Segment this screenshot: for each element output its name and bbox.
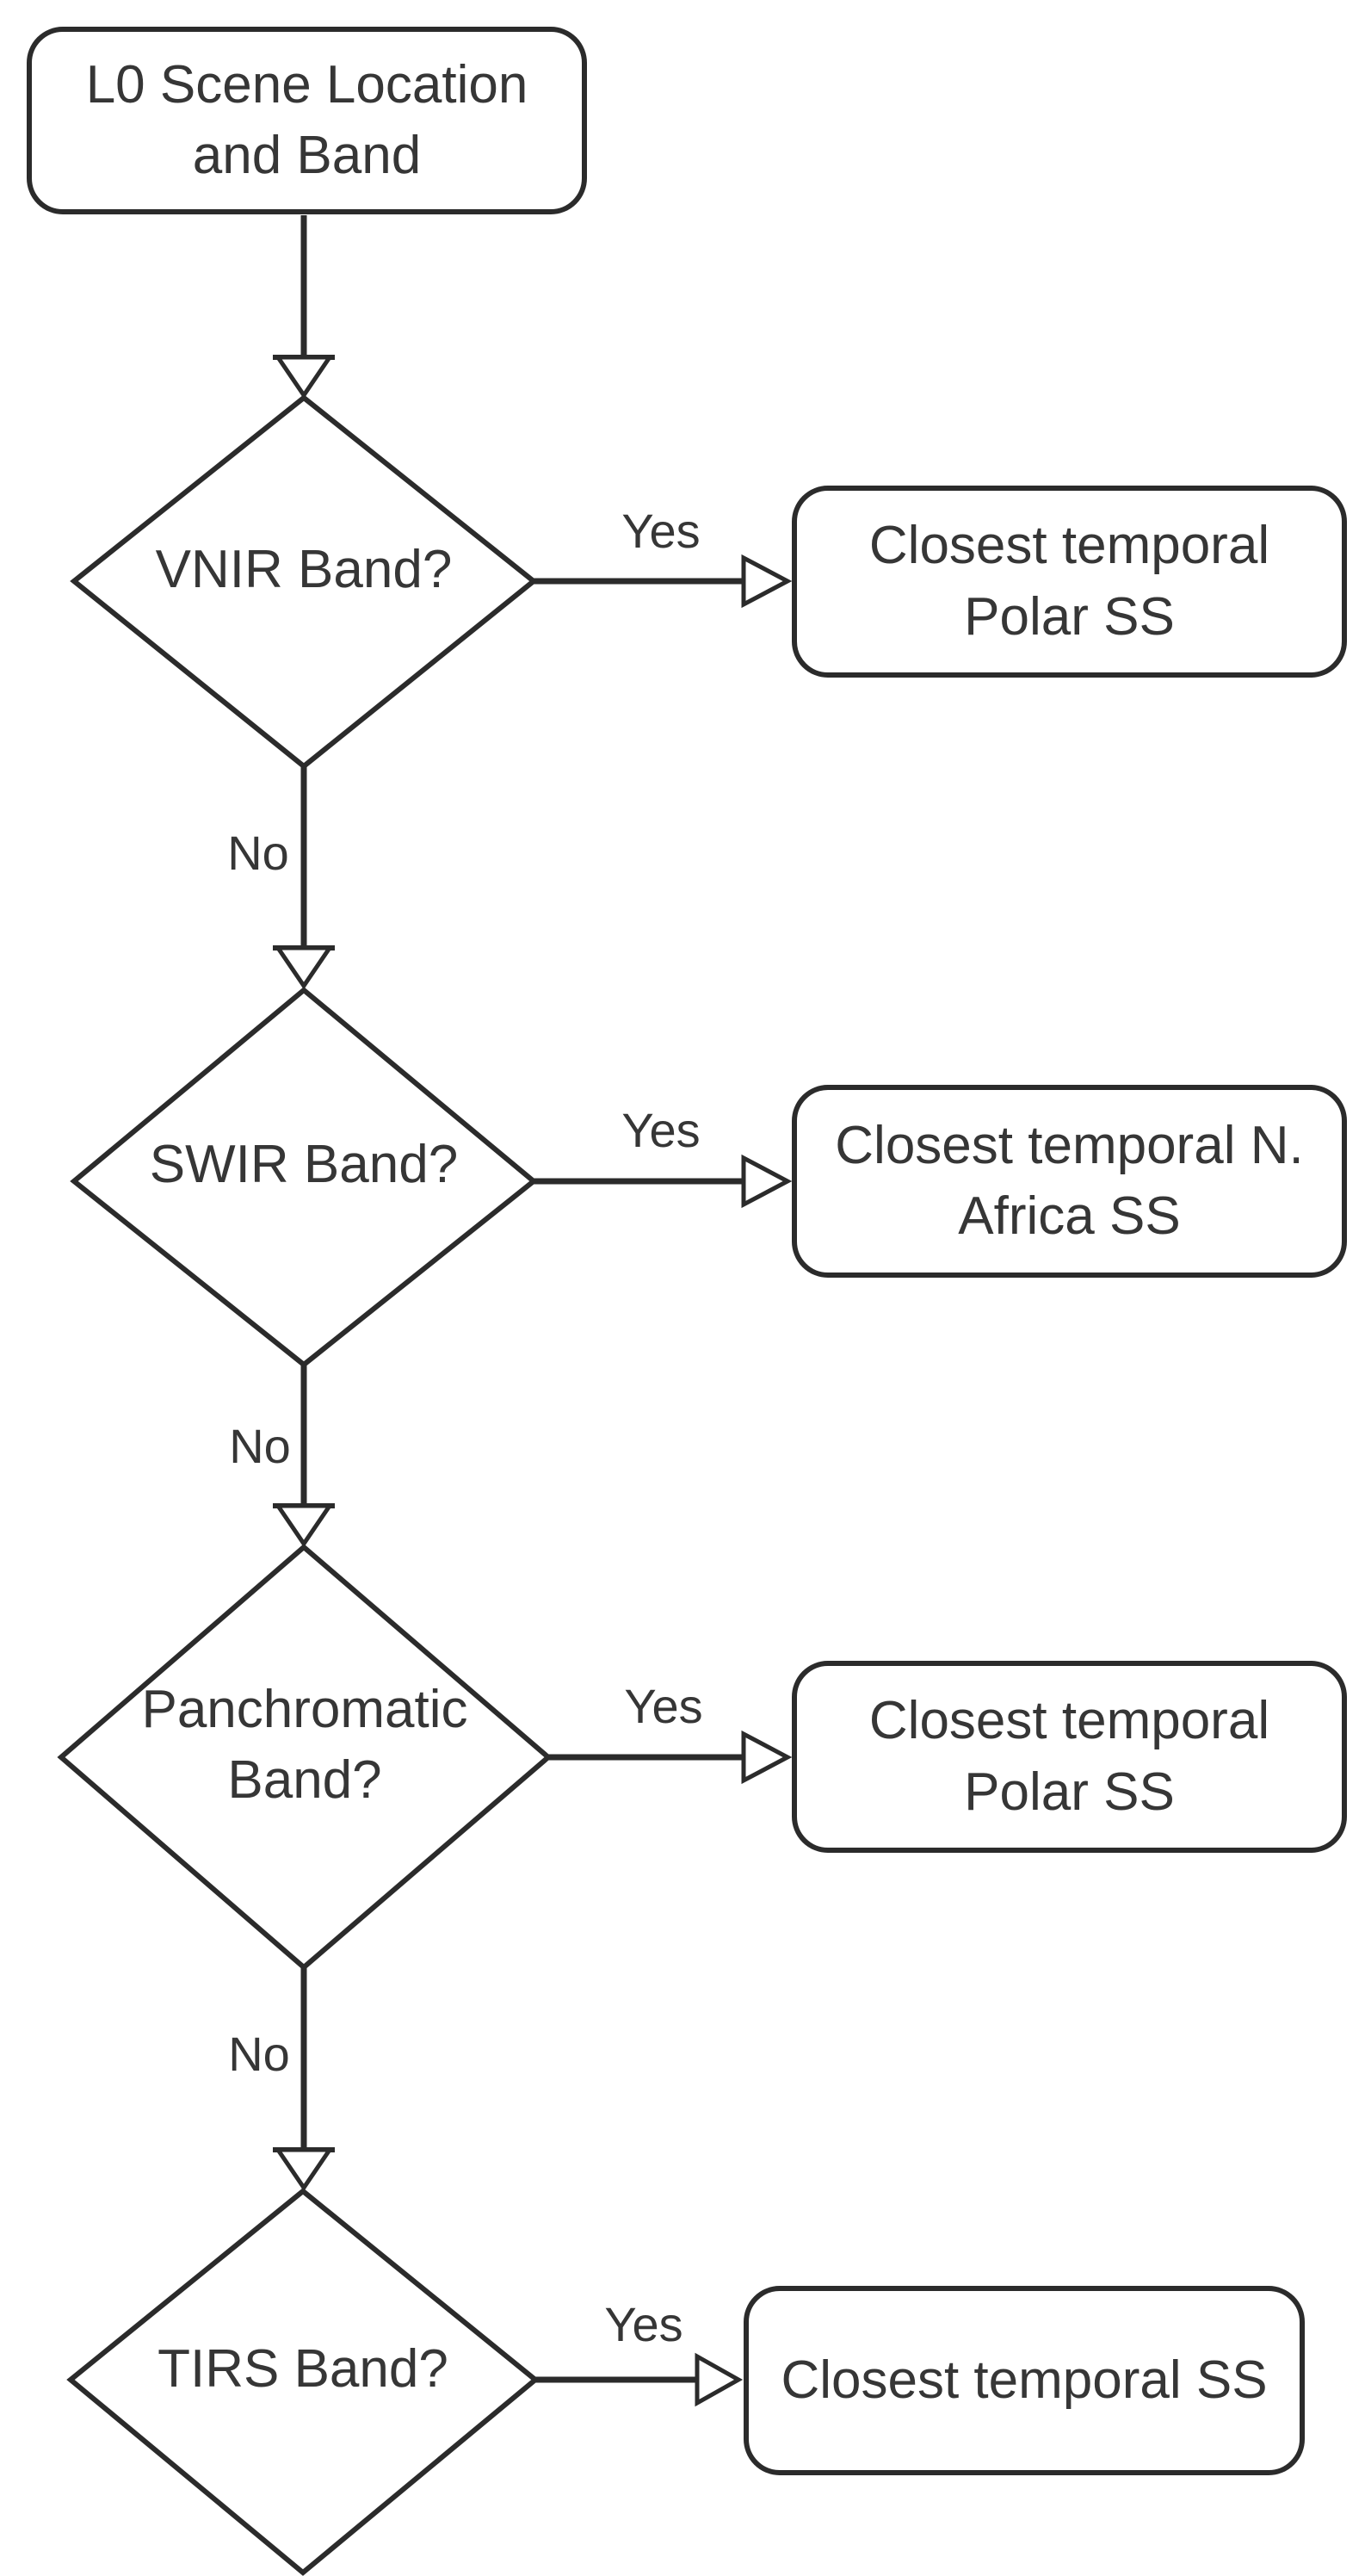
edge-label-yes-panchromatic: Yes bbox=[624, 1679, 703, 1733]
result-node-tirs: Closest temporal SS bbox=[744, 2286, 1305, 2475]
edge-vnir-yes bbox=[534, 554, 793, 609]
decision-swir-shape bbox=[70, 987, 538, 1368]
edge-label-no-panchromatic: No bbox=[228, 2027, 290, 2081]
edge-label-no-vnir: No bbox=[227, 826, 289, 880]
start-node: L0 Scene Location and Band bbox=[27, 27, 587, 214]
edge-vnir-no bbox=[273, 766, 335, 990]
start-node-label: L0 Scene Location and Band bbox=[85, 54, 528, 185]
edge-label-yes-tirs: Yes bbox=[604, 2297, 683, 2351]
decision-panchromatic-shape bbox=[57, 1544, 553, 1971]
result-node-vnir: Closest temporal Polar SS bbox=[792, 486, 1347, 678]
decision-vnir-shape bbox=[70, 394, 538, 770]
edge-label-no-swir: No bbox=[229, 1419, 291, 1473]
result-node-tirs-label: Closest temporal SS bbox=[781, 2350, 1268, 2410]
decision-tirs-shape bbox=[66, 2188, 540, 2576]
result-node-panchromatic-label: Closest temporal Polar SS bbox=[868, 1691, 1270, 1822]
edge-label-yes-swir: Yes bbox=[621, 1103, 701, 1157]
edge-swir-no bbox=[273, 1365, 335, 1548]
edge-label-yes-vnir: Yes bbox=[621, 504, 701, 558]
edge-panchromatic-no bbox=[273, 1967, 335, 2192]
result-node-panchromatic: Closest temporal Polar SS bbox=[792, 1661, 1347, 1853]
result-node-swir-label: Closest temporal N. Africa SS bbox=[835, 1115, 1304, 1246]
edge-swir-yes bbox=[534, 1154, 793, 1209]
result-node-swir: Closest temporal N. Africa SS bbox=[792, 1085, 1347, 1278]
edge-start-to-vnir bbox=[273, 215, 335, 399]
result-node-vnir-label: Closest temporal Polar SS bbox=[868, 516, 1270, 647]
edge-panchromatic-yes bbox=[548, 1730, 793, 1785]
edge-tirs-yes bbox=[535, 2352, 744, 2407]
